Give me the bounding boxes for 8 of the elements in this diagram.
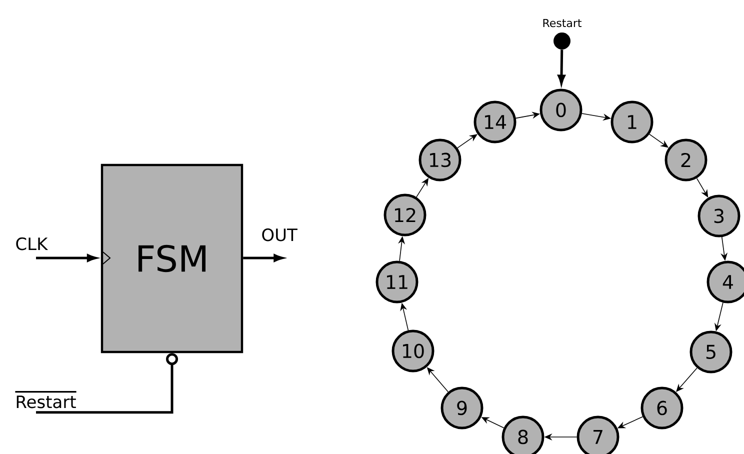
- initial-dot: [554, 32, 570, 50]
- signal-label: OUT: [262, 228, 298, 242]
- signal-label: Restart: [15, 391, 76, 408]
- arrow: [36, 353, 178, 414]
- signal-label: CLK: [16, 237, 48, 250]
- fsm-block: FSM: [100, 164, 244, 354]
- reset-label: Restart: [543, 18, 582, 28]
- arrow: [676, 368, 698, 392]
